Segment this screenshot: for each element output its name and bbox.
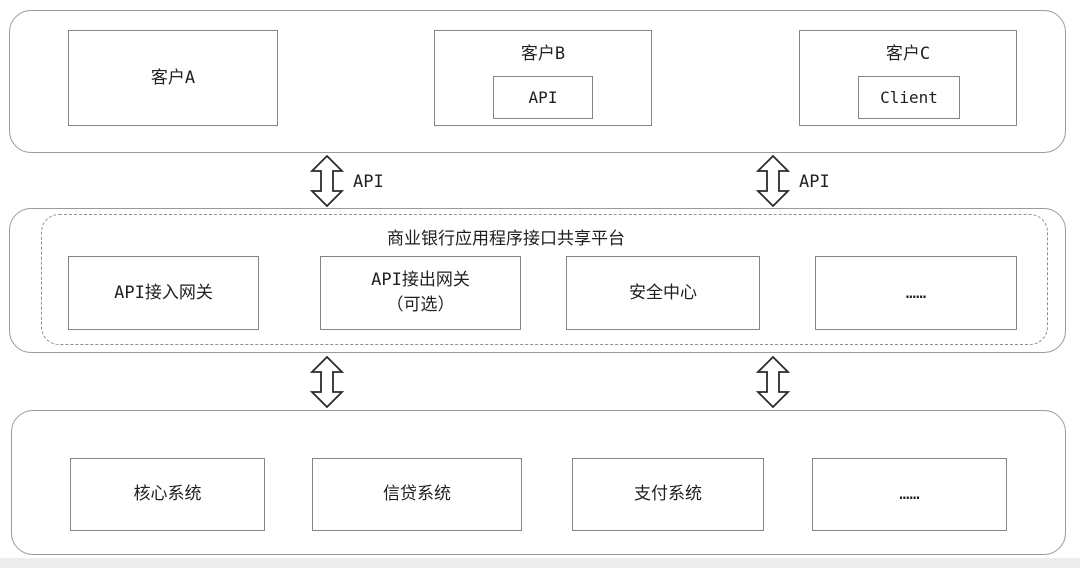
system-core-label: 核心系统 [133,484,202,505]
system-ellipsis-label: …… [899,484,920,505]
client-b-box: 客户B API [434,30,652,126]
module-api-inbound-gateway-label: API接入网关 [114,282,213,303]
module-ellipsis-box: …… [815,256,1017,330]
module-api-outbound-gateway-label: API接出网关 （可选） [371,268,470,317]
system-payment-label: 支付系统 [634,484,702,505]
bidirectional-arrow-icon [309,155,345,207]
bidirectional-arrow-icon [309,356,345,408]
page-edge-strip [0,558,1080,568]
system-core-box: 核心系统 [70,458,265,531]
bidirectional-arrow-icon [755,356,791,408]
api-link-label-right: API [799,172,830,192]
client-a-box: 客户A [68,30,278,126]
system-credit-box: 信贷系统 [312,458,522,531]
module-api-outbound-gateway-line2: （可选） [386,295,455,315]
client-c-box: 客户C Client [799,30,1017,126]
system-payment-box: 支付系统 [572,458,764,531]
system-credit-label: 信贷系统 [383,484,451,505]
client-c-label: 客户C [885,44,931,64]
client-c-client-box: Client [858,76,960,119]
client-b-api-box: API [493,76,593,119]
platform-title: 商业银行应用程序接口共享平台 [387,229,625,249]
system-ellipsis-box: …… [812,458,1007,531]
module-api-outbound-gateway-line1: API接出网关 [371,270,470,291]
module-api-outbound-gateway-box: API接出网关 （可选） [320,256,521,330]
platform-dashed-frame [41,214,1048,345]
client-c-client-label: Client [880,87,938,107]
module-security-center-box: 安全中心 [566,256,760,330]
module-api-inbound-gateway-box: API接入网关 [68,256,259,330]
api-link-label-left: API [353,172,384,192]
module-security-center-label: 安全中心 [629,282,697,303]
client-b-api-label: API [528,87,558,107]
client-b-label: 客户B [520,44,566,64]
bidirectional-arrow-icon [755,155,791,207]
module-ellipsis-label: …… [905,282,927,303]
client-a-label: 客户A [150,67,196,88]
